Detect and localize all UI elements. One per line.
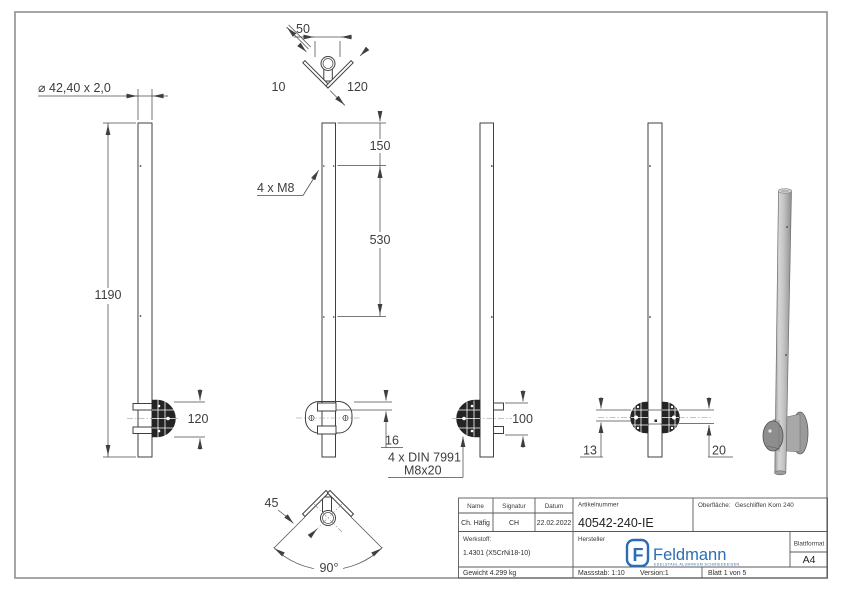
label-screw-1: 4 x DIN 7991 [388,451,461,465]
title-block: Name Signatur Datum Ch. Häfig CH 22.02.2… [458,497,828,579]
label-screw-2: M8x20 [404,464,442,478]
tb-artikelnummer-label: Artikelnummer [578,502,619,509]
dim-detail-bottom-leg: 45 [265,496,279,510]
dim-length: 1190 [95,288,122,302]
tb-werkstoff-label: Werkstoff: [463,536,491,543]
dim-diameter: ⌀ 42,40 x 2,0 [38,81,111,95]
tb-version: Version:1 [640,570,669,577]
tb-blattformat-value: A4 [803,554,816,566]
post-outline [647,122,663,458]
logo-tagline: EDELSTAHL ALUMINIUM SCHMIEDEEISEN [654,563,740,567]
view-side-right-bracket: 100 [452,122,533,458]
dim-gap-left: 13 [583,444,597,458]
feldmann-logo: F Feldmann EDELSTAHL ALUMINIUM SCHMIEDEE… [625,538,740,568]
label-thread: 4 x M8 [257,181,295,195]
tb-artikelnummer-value: 40542-240-IE [578,516,654,530]
dim-flange-offset: 16 [385,434,399,448]
tb-gewicht: Gewicht 4.299 kg [463,570,516,577]
dim-hole-offset-top: 150 [370,139,391,153]
detail-top-corner: 50 10 120 [272,22,370,106]
tb-hersteller-label: Hersteller [578,536,605,543]
dim-detail-top-thickness: 10 [272,80,286,94]
post-outline [321,122,336,458]
dim-bracket-height: 120 [188,412,209,426]
dim-gap-right: 20 [712,444,726,458]
post-outline [479,122,494,458]
post-outline [137,122,153,458]
tb-datum-label: Datum [545,503,564,510]
tb-oberflaeche-label: Oberfläche: [698,502,731,509]
tb-name-value: Ch. Häfig [461,520,490,527]
dim-hole-spacing: 530 [370,233,391,247]
logo-wordmark: Feldmann [653,546,726,564]
view-back: 13 20 [580,122,733,458]
tb-werkstoff-value: 1.4301 (X5CrNi18-10) [463,550,530,557]
view-front-mid: 150 530 4 x M8 16 4 x DIN 7991 M8x20 [257,111,466,478]
dim-detail-top-width: 50 [296,22,310,36]
tb-blattformat-label: Blattformat [794,541,825,548]
tb-signatur-value: CH [509,520,519,527]
detail-bottom-corner: 90° 45 [265,489,383,575]
sheet-border [14,11,828,579]
tb-signatur-label: Signatur [502,503,525,510]
bracket-plate-front [762,420,784,452]
tb-datum-value: 22.02.2022 [537,520,572,527]
iso-view [762,188,809,476]
tb-massstab: Massstab: 1:10 [578,570,625,577]
logo-f-letter: F [633,545,644,565]
tb-blatt: Blatt 1 von 5 [708,570,746,577]
tb-oberflaeche-value: Geschliffen Korn 240 [735,502,794,509]
tb-name-label: Name [467,503,484,510]
dim-detail-bottom-angle: 90° [320,561,339,575]
dim-detail-top-angle: 120 [347,80,368,94]
dim-flange-height: 100 [512,412,533,426]
view-front-left: ⌀ 42,40 x 2,0 1190 120 [38,81,209,458]
